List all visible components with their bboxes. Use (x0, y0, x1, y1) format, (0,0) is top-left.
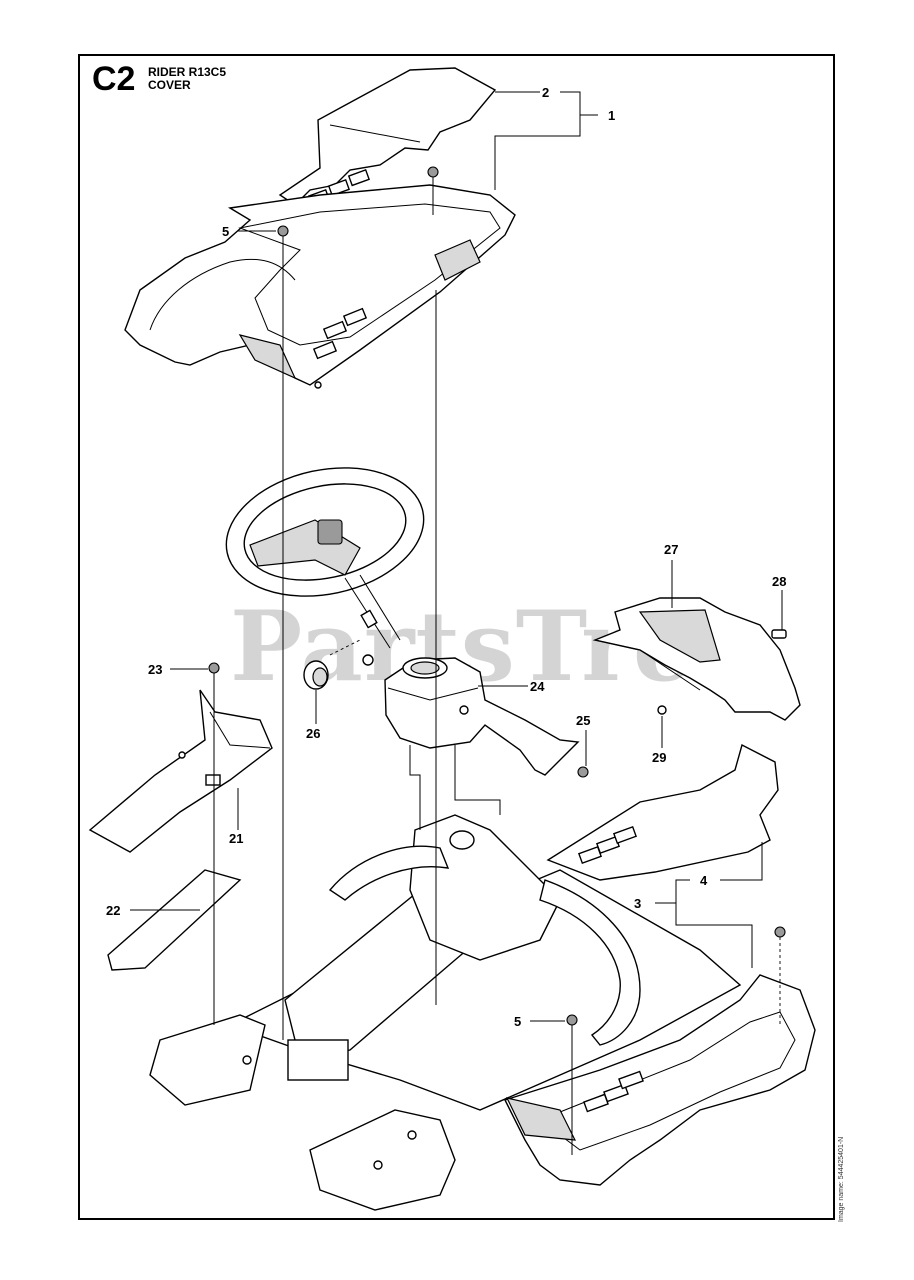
model-name: RIDER R13C5 (148, 65, 227, 79)
callout-4: 4 (700, 873, 708, 888)
callout-23: 23 (148, 662, 162, 677)
diagram-frame (78, 54, 835, 1220)
callout-22: 22 (106, 903, 120, 918)
part-22-strip[interactable] (107, 869, 242, 971)
part-21-side-panel[interactable] (88, 689, 273, 853)
diagram-title: RIDER R13C5 COVER (148, 66, 226, 92)
part-4-mat[interactable] (546, 743, 779, 881)
cover-screw-bottom-right (774, 926, 786, 938)
steering-wheel[interactable] (214, 451, 435, 649)
callout-5-bottom: 5 (514, 1014, 521, 1029)
chassis-frame (149, 814, 742, 1211)
callout-5-top: 5 (222, 224, 229, 239)
part-25-screw[interactable] (577, 766, 589, 778)
section-name: COVER (148, 78, 191, 92)
part-24-column-cover[interactable] (384, 657, 580, 776)
callout-27: 27 (664, 542, 678, 557)
assembly-lines (213, 177, 781, 1155)
callout-25: 25 (576, 713, 590, 728)
callout-26: 26 (306, 726, 320, 741)
part-27-dash-cover[interactable] (592, 597, 801, 721)
callout-1: 1 (608, 108, 615, 123)
part-5-screw-top[interactable] (277, 225, 289, 237)
callout-3: 3 (634, 896, 641, 911)
part-28-screw[interactable] (771, 629, 787, 639)
callout-21: 21 (229, 831, 243, 846)
diagram-code: C2 (92, 60, 136, 98)
image-name-label: Image name: 544425401-N (838, 1136, 845, 1222)
callout-29: 29 (652, 750, 666, 765)
part-1-cover[interactable] (124, 184, 516, 389)
callout-28: 28 (772, 574, 786, 589)
shaft-hardware (329, 609, 378, 666)
callout-2: 2 (542, 85, 549, 100)
part-23-screw[interactable] (208, 662, 220, 674)
callout-24: 24 (530, 679, 545, 694)
part-2-mat[interactable] (278, 67, 497, 207)
part-3-cover[interactable] (504, 974, 816, 1186)
cover-screw-top-right (427, 166, 439, 178)
part-26-sleeve[interactable] (303, 660, 329, 690)
part-5-screw-bottom[interactable] (566, 1014, 578, 1026)
part-29-nut[interactable] (657, 705, 667, 715)
leader-lines (130, 91, 783, 1022)
